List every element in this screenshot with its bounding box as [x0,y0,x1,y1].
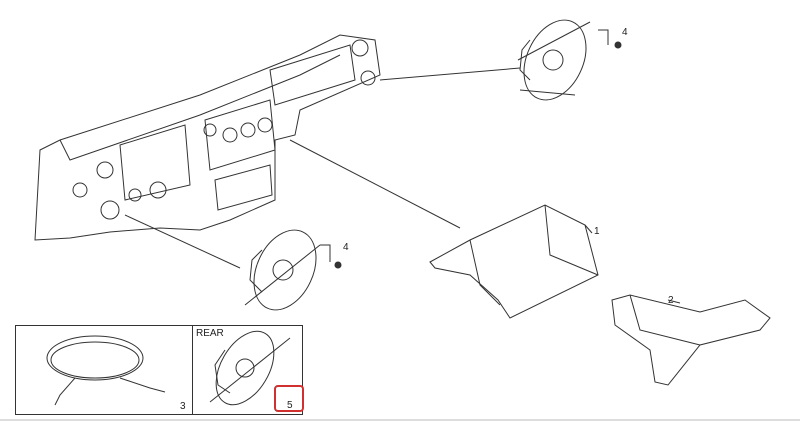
callout-label: 4 [622,27,628,38]
harness-drawing [46,335,166,406]
inset-divider [192,325,193,414]
leader-lines [124,29,609,269]
glovebox-drawing [429,204,599,319]
callout-label: 1 [594,226,600,237]
speaker-front-right [517,19,622,101]
callout-label: 3 [180,401,186,412]
rear-parts-inset [15,325,303,415]
speaker-front-left [244,229,342,311]
bracket-drawing [611,294,771,386]
highlight-box [274,385,304,412]
inset-title: REAR [196,328,224,339]
callout-label: 5 [287,400,293,411]
bottom-divider [0,419,800,421]
dashboard-drawing [34,34,381,241]
rear-speaker-drawing [209,330,291,406]
callout-label: 2 [668,295,674,306]
callout-label: 4 [343,242,349,253]
